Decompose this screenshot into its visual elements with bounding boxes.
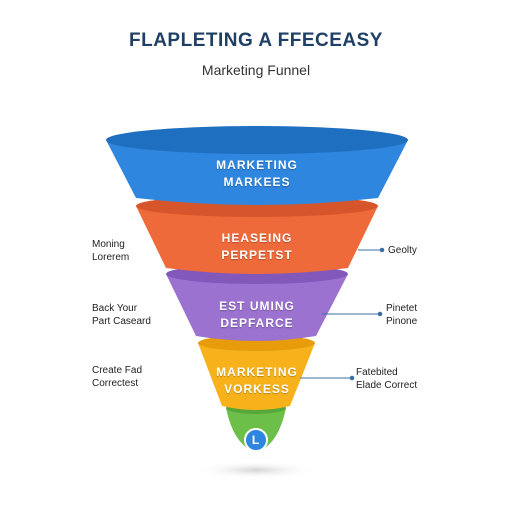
page-subtitle: Marketing Funnel <box>201 62 311 78</box>
connector-lines <box>300 247 385 381</box>
funnel-shadow <box>194 461 318 479</box>
funnel-stage-1 <box>106 126 408 205</box>
right-label-3: Fatebited Elade Correct <box>356 367 418 391</box>
stage-1-label: MARKETING MARKEES <box>216 158 298 189</box>
stage-2-label: HEASEING PERPETST <box>221 231 293 262</box>
stage-3-label: EST UMING DEPFARCE <box>219 299 295 330</box>
tip-badge-label: L <box>251 433 261 447</box>
right-label-1: Geolty <box>388 245 417 256</box>
right-label-2: Pinetet Pinone <box>386 303 418 327</box>
left-label-1: Moning Lorerem <box>92 239 130 263</box>
page-title: FLAPLETING A FFECEASY <box>129 30 383 51</box>
left-label-3: Create Fad Correctest <box>92 365 143 389</box>
stage-4-label: MARKETING VORKESS <box>216 365 298 396</box>
left-label-2: Back Your Part Caseard <box>92 303 151 327</box>
tip-badge <box>244 428 268 452</box>
